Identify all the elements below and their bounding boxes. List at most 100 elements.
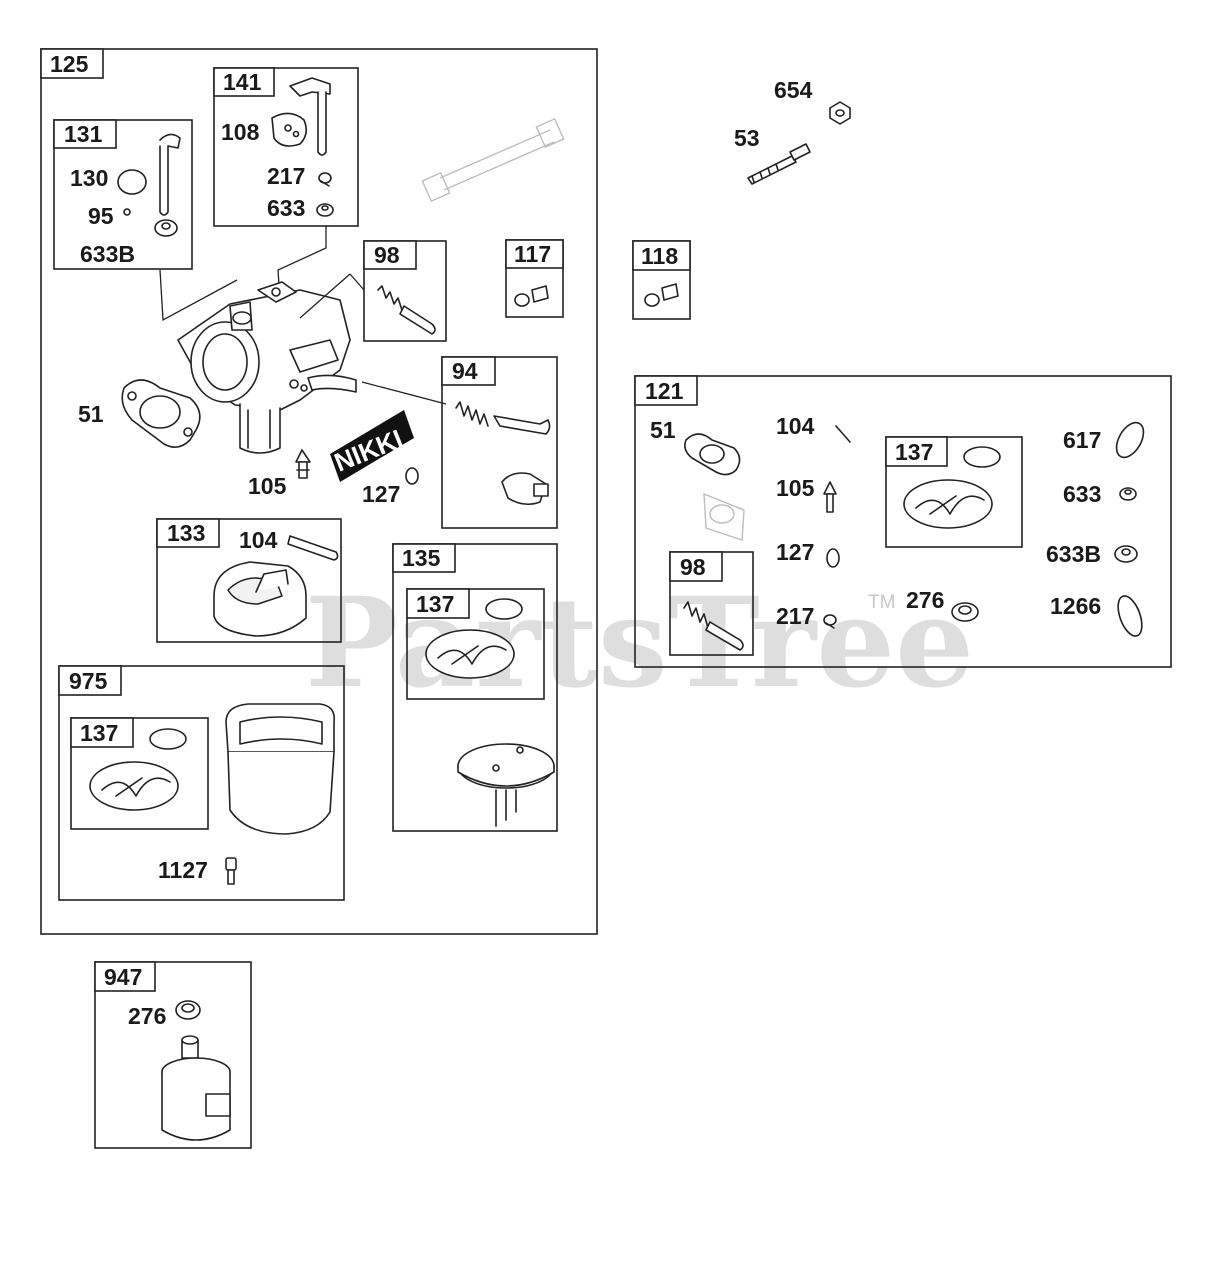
part-label-130[interactable]: 130 (70, 165, 108, 191)
oring-975-icon[interactable] (149, 728, 187, 750)
part-label-51-kit[interactable]: 51 (650, 417, 676, 443)
float-needle-icon[interactable] (295, 449, 311, 479)
bowl-screw-icon[interactable] (225, 857, 237, 885)
part-label-127-main[interactable]: 127 (362, 481, 400, 507)
group-tab-98-top (363, 240, 417, 270)
part-label-104-main[interactable]: 104 (239, 527, 278, 553)
nikki-decal-icon[interactable]: NIKKI (330, 410, 414, 482)
group-label-131[interactable]: 131 (64, 121, 103, 147)
group-label-135[interactable]: 135 (402, 545, 441, 571)
part-label-127-kit[interactable]: 127 (776, 539, 814, 565)
part-label-633b-left[interactable]: 633B (80, 241, 135, 267)
part-label-633-top[interactable]: 633 (267, 195, 305, 221)
plug-kit-icon[interactable] (826, 548, 840, 568)
leader-131 (159, 269, 238, 322)
part-label-105-main[interactable]: 105 (248, 473, 287, 499)
oring-kit-icon[interactable] (963, 446, 1001, 468)
idle-screw-spring-icon[interactable] (377, 285, 436, 335)
part-label-633-kit[interactable]: 633 (1063, 481, 1101, 507)
fuel-solenoid-icon[interactable] (161, 1035, 231, 1141)
part-label-108[interactable]: 108 (221, 119, 260, 145)
gasket-flange-icon[interactable] (121, 379, 201, 448)
fitting-118-icon[interactable] (644, 283, 679, 307)
washer-947-icon[interactable] (175, 1000, 201, 1020)
part-label-276-947[interactable]: 276 (128, 1003, 166, 1029)
watermark-trademark: TM (868, 592, 895, 613)
gasket-kit-icon[interactable] (684, 433, 741, 476)
group-label-141[interactable]: 141 (223, 69, 262, 95)
oring-1266-icon[interactable] (1113, 593, 1146, 639)
group-tab-135 (392, 543, 456, 573)
group-label-94[interactable]: 94 (452, 358, 478, 384)
group-label-121[interactable]: 121 (645, 378, 684, 404)
main-jet-spring-icon[interactable] (455, 401, 551, 435)
solenoid-small-icon[interactable] (501, 472, 549, 506)
group-label-137-kit[interactable]: 137 (895, 439, 933, 465)
group-box-137-975 (70, 717, 209, 830)
choke-shaft-icon[interactable] (159, 133, 181, 216)
nut-icon[interactable] (829, 101, 851, 125)
part-label-654[interactable]: 654 (774, 77, 813, 103)
group-label-133[interactable]: 133 (167, 520, 205, 546)
needle-kit-icon[interactable] (823, 481, 837, 513)
group-label-975[interactable]: 975 (69, 668, 108, 694)
bushing-kit-icon[interactable] (1114, 545, 1138, 563)
screw-small-icon[interactable] (318, 172, 332, 187)
group-tab-121 (634, 375, 698, 406)
part-label-95[interactable]: 95 (88, 203, 114, 229)
oring-617-icon[interactable] (1111, 418, 1149, 462)
group-tab-947 (94, 961, 156, 992)
part-label-53[interactable]: 53 (734, 125, 760, 151)
bowl-gasket-975-icon[interactable] (89, 761, 179, 811)
part-label-105-kit[interactable]: 105 (776, 475, 815, 501)
fuel-valve-plate-icon[interactable] (457, 743, 555, 827)
pin-kit-icon[interactable] (835, 425, 851, 443)
group-tab-118 (632, 240, 691, 271)
part-label-276-kit[interactable]: 276 (906, 587, 944, 613)
group-label-125[interactable]: 125 (50, 51, 89, 77)
part-label-217-kit[interactable]: 217 (776, 603, 814, 629)
seal-washer-icon[interactable] (316, 203, 334, 217)
group-label-118[interactable]: 118 (641, 243, 678, 269)
group-box-94 (441, 356, 558, 529)
group-tab-125 (40, 48, 104, 79)
group-label-98-top[interactable]: 98 (374, 242, 400, 268)
group-label-137-975[interactable]: 137 (80, 720, 118, 746)
choke-plate-icon[interactable] (117, 169, 147, 195)
seal-633-kit-icon[interactable] (1119, 487, 1137, 501)
float-icon[interactable] (213, 561, 307, 637)
bushing-icon[interactable] (154, 219, 178, 237)
screw-tiny-icon[interactable] (123, 208, 131, 216)
bowl-gasket-icon[interactable] (425, 629, 515, 679)
part-label-1266[interactable]: 1266 (1050, 593, 1101, 619)
part-label-617[interactable]: 617 (1063, 427, 1101, 453)
part-label-217-top[interactable]: 217 (267, 163, 305, 189)
bowl-gasket-kit-icon[interactable] (903, 479, 993, 529)
group-box-133 (156, 518, 342, 643)
part-label-51-main[interactable]: 51 (78, 401, 104, 427)
fitting-117-icon[interactable] (514, 285, 549, 307)
screw-kit-icon[interactable] (823, 614, 837, 629)
idle-screw-kit-icon[interactable] (683, 601, 744, 651)
group-label-947[interactable]: 947 (104, 964, 142, 990)
group-label-117[interactable]: 117 (514, 241, 551, 267)
group-tab-975 (58, 665, 122, 696)
washer-kit-icon[interactable] (951, 602, 979, 622)
throttle-plate-icon[interactable] (271, 112, 308, 147)
part-label-1127[interactable]: 1127 (158, 857, 208, 883)
group-tab-141 (213, 67, 275, 97)
group-box-135 (392, 543, 558, 832)
jet-plug-icon[interactable] (405, 467, 419, 485)
oring-icon[interactable] (485, 598, 523, 620)
throttle-shaft-icon[interactable] (289, 77, 331, 156)
fuel-inlet-stud-icon[interactable] (747, 143, 811, 185)
group-label-137-inner[interactable]: 137 (416, 591, 454, 617)
float-pin-icon[interactable] (287, 535, 339, 561)
part-label-104-kit[interactable]: 104 (776, 413, 815, 439)
carburetor-body-icon[interactable] (177, 281, 357, 454)
group-label-98-kit[interactable]: 98 (680, 554, 706, 580)
float-bowl-icon[interactable] (225, 703, 336, 835)
group-box-141 (213, 67, 359, 227)
part-label-633b-kit[interactable]: 633B (1046, 541, 1101, 567)
